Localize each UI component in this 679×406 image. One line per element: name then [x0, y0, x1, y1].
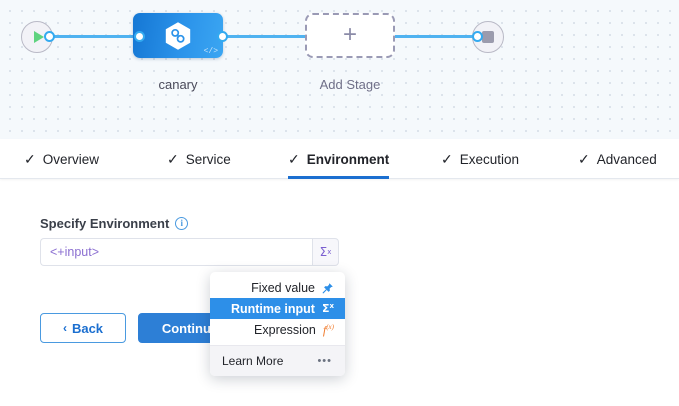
specify-environment-label: Specify Environment i — [40, 216, 189, 231]
learn-more-row[interactable]: Learn More ••• — [210, 345, 345, 376]
sigma-glyph: Σ — [321, 302, 330, 315]
dropdown-item-expression[interactable]: Expression f(x) — [210, 319, 345, 340]
ellipsis-icon: ••• — [317, 355, 332, 367]
environment-input[interactable] — [40, 238, 312, 266]
tab-label: Service — [185, 151, 231, 167]
plus-icon: + — [342, 20, 357, 48]
fx-icon: f(x) — [322, 322, 334, 337]
learn-more-label: Learn More — [222, 354, 284, 368]
tab-advanced[interactable]: ✓ Advanced — [578, 139, 657, 179]
stage-node-canary[interactable]: </> — [133, 13, 223, 58]
dropdown-item-label: Runtime input — [230, 301, 315, 316]
port-canary-input[interactable] — [134, 31, 145, 42]
check-icon: ✓ — [167, 151, 179, 167]
connector-addstage-to-end — [388, 35, 476, 38]
harness-hexagon-icon — [165, 21, 191, 50]
tab-service[interactable]: ✓ Service — [167, 139, 231, 179]
info-icon[interactable]: i — [175, 217, 189, 230]
port-end-input[interactable] — [472, 31, 483, 42]
back-button-label: Back — [71, 320, 104, 336]
tab-label: Environment — [306, 151, 390, 167]
check-icon: ✓ — [441, 151, 453, 167]
tab-execution[interactable]: ✓ Execution — [441, 139, 519, 179]
sigma-superscript: x — [327, 248, 332, 256]
pipeline-canvas[interactable]: </> + canary Add Stage — [0, 0, 679, 139]
tab-environment[interactable]: ✓ Environment — [288, 139, 390, 179]
connector-canary-to-addstage — [222, 35, 312, 38]
fx-subscript: (x) — [326, 322, 334, 331]
environment-input-row: Σx — [40, 238, 339, 266]
field-label-text: Specify Environment — [40, 216, 170, 231]
stop-icon — [482, 31, 494, 43]
port-start-output[interactable] — [44, 31, 55, 42]
fx-glyph: f — [322, 322, 327, 337]
stage-label-canary: canary — [158, 77, 198, 92]
pin-icon — [322, 282, 334, 294]
chevron-left-icon: ‹ — [62, 321, 67, 335]
dropdown-item-fixed-value[interactable]: Fixed value — [210, 277, 345, 298]
continue-button-label: Continue — [161, 320, 219, 336]
tab-label: Advanced — [596, 151, 657, 167]
check-icon: ✓ — [578, 151, 590, 167]
back-button[interactable]: ‹ Back — [40, 313, 126, 343]
check-icon: ✓ — [288, 151, 300, 167]
play-icon — [33, 31, 44, 43]
add-stage-node[interactable]: + — [305, 13, 395, 58]
port-canary-output[interactable] — [217, 31, 228, 42]
sigma-icon: Σ — [319, 245, 328, 259]
connector-start-to-canary — [48, 35, 140, 38]
dropdown-item-label: Fixed value — [251, 280, 315, 295]
tab-label: Execution — [459, 151, 520, 167]
sigma-superscript: x — [329, 302, 334, 310]
check-icon: ✓ — [24, 151, 36, 167]
stage-tab-bar: ✓ Overview ✓ Service ✓ Environment ✓ Exe… — [0, 139, 679, 179]
dropdown-item-label: Expression — [254, 322, 316, 337]
add-stage-label: Add Stage — [319, 77, 381, 92]
code-icon: </> — [203, 47, 218, 56]
tab-label: Overview — [42, 151, 99, 167]
tab-overview[interactable]: ✓ Overview — [24, 139, 99, 179]
pipeline-end-node[interactable] — [472, 21, 504, 53]
